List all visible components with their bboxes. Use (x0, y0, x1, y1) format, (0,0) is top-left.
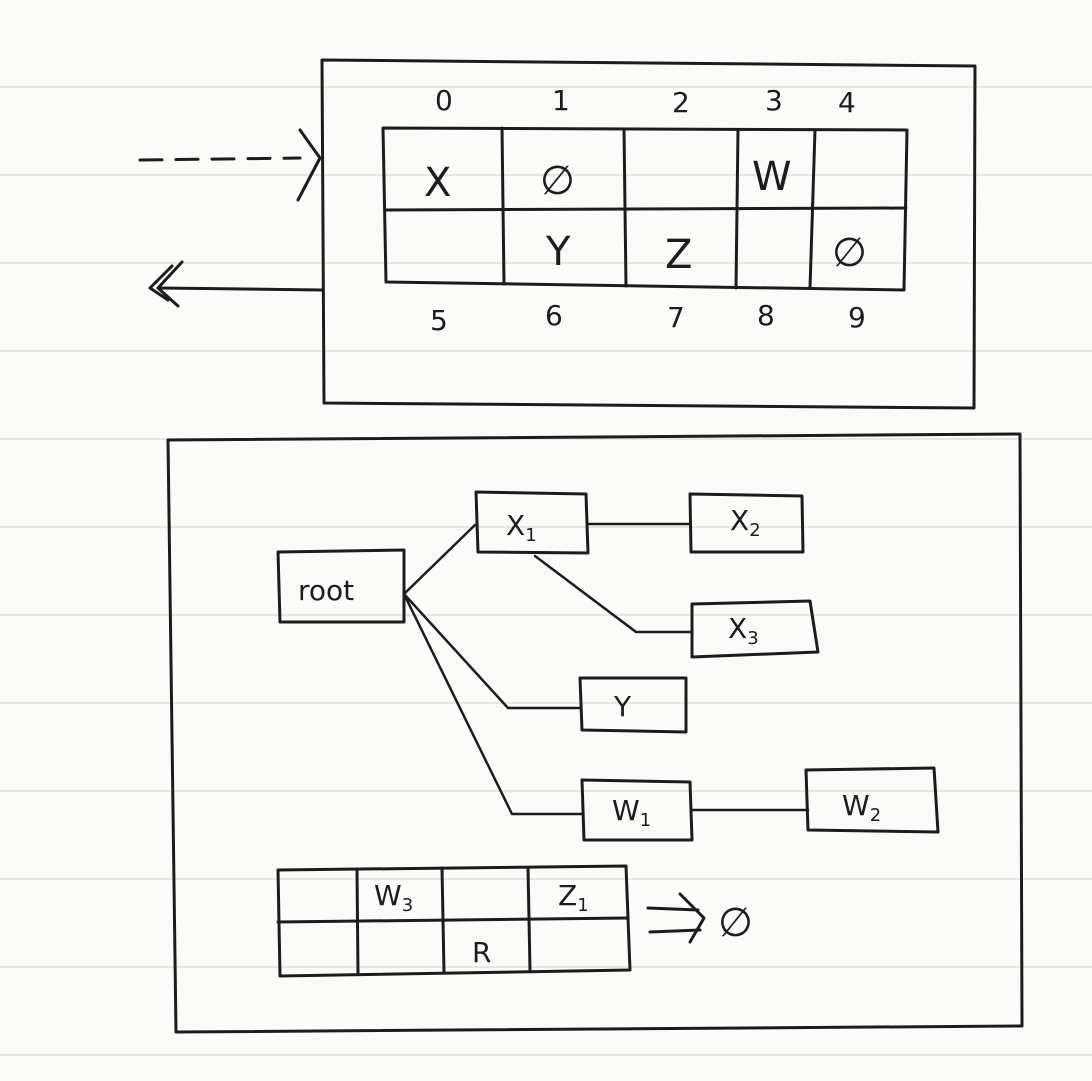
w1-subscript: 1 (640, 810, 651, 831)
incoming-dashed-arrow (138, 128, 322, 202)
top-panel-frame (320, 58, 977, 410)
index-label-4: 4 (838, 86, 856, 119)
x3-subscript: 3 (747, 628, 758, 649)
tree-node-x3: X3 (690, 599, 820, 659)
index-label-3: 3 (765, 84, 783, 117)
cell-7: Z (665, 232, 692, 278)
cell-3: W (752, 154, 792, 200)
small-table-cell-r: R (472, 936, 491, 969)
outgoing-arrow (148, 260, 324, 308)
tree-node-w1: W1 (580, 778, 694, 842)
small-table-cell-w3: W3 (374, 879, 413, 916)
w3-letter: W (374, 879, 402, 912)
index-label-2: 2 (672, 86, 690, 119)
x2-letter: X (730, 504, 749, 537)
index-label-8: 8 (757, 299, 775, 332)
w3-subscript: 3 (402, 895, 413, 916)
cell-9: ∅ (832, 230, 867, 276)
index-label-9: 9 (848, 301, 866, 334)
w1-letter: W (612, 794, 640, 827)
cell-6: Y (545, 229, 571, 275)
bottom-panel-frame (166, 432, 1024, 1034)
node-label-y: Y (613, 690, 632, 723)
node-label-x2: X2 (730, 504, 761, 541)
z1-letter: Z (558, 879, 577, 912)
tree-node-x2: X2 (688, 492, 805, 554)
bottom-panel: root X1 X2 X3 Y W1 W2 (166, 432, 1024, 1034)
tree-node-root: root (276, 548, 406, 624)
node-label-w1: W1 (612, 794, 651, 831)
node-label-w2: W2 (842, 789, 881, 826)
index-label-1: 1 (552, 84, 570, 117)
hash-table-grid (381, 126, 909, 292)
index-label-6: 6 (545, 299, 563, 332)
tree-edges (402, 522, 810, 816)
tree-node-w2: W2 (804, 766, 940, 834)
node-label-root: root (298, 574, 354, 607)
x2-subscript: 2 (749, 520, 760, 541)
x1-subscript: 1 (525, 525, 536, 546)
small-table-cell-z1: Z1 (558, 879, 589, 916)
cell-0: X (424, 160, 451, 206)
index-label-5: 5 (430, 304, 448, 337)
w2-letter: W (842, 789, 870, 822)
w2-subscript: 2 (870, 805, 881, 826)
node-label-x3: X3 (728, 612, 759, 649)
x1-letter: X (506, 509, 525, 542)
result-arrow (646, 892, 706, 944)
index-label-0: 0 (435, 84, 453, 117)
x3-letter: X (728, 612, 747, 645)
top-panel: 0 1 2 3 4 5 6 7 8 9 X ∅ W Y Z ∅ (138, 58, 977, 410)
tree-node-y: Y (578, 676, 688, 734)
node-label-x1: X1 (506, 509, 537, 546)
index-label-7: 7 (667, 301, 685, 334)
small-table-grid (276, 864, 632, 978)
cell-1: ∅ (540, 158, 575, 204)
tree-node-x1: X1 (474, 490, 590, 555)
z1-subscript: 1 (577, 895, 588, 916)
result-empty-set: ∅ (718, 900, 753, 946)
